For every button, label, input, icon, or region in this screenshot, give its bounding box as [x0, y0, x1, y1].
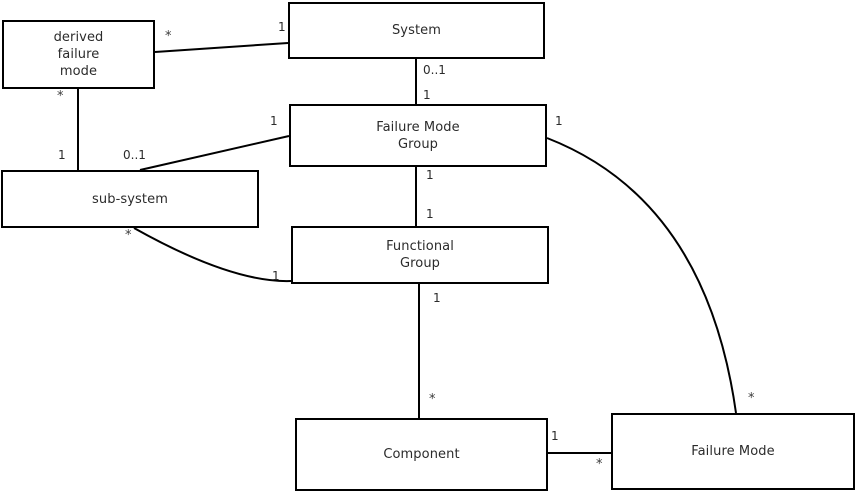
class-box-derived-failure-mode[interactable]: derived failure mode — [2, 20, 155, 89]
edge-sub-system-to-functional-group — [133, 227, 292, 283]
multiplicity-dfm-to-subsystem-star: * — [57, 89, 64, 104]
class-box-system[interactable]: System — [288, 2, 545, 59]
class-box-sub-system[interactable]: sub-system — [1, 170, 259, 228]
multiplicity-fm-from-component-star: * — [596, 457, 603, 472]
edge-failure-mode-group-to-failure-mode — [546, 137, 737, 414]
class-name-failure-mode: Failure Mode — [691, 444, 775, 459]
multiplicity-system-to-fmg-zero-one: 0..1 — [423, 63, 446, 77]
multiplicity-fmg-to-fg-one: 1 — [426, 168, 434, 182]
class-name-component: Component — [383, 447, 460, 462]
multiplicity-dfm-to-system-star: * — [165, 29, 172, 44]
class-name-system: System — [391, 23, 442, 38]
multiplicity-fg-to-component-one: 1 — [433, 291, 441, 305]
multiplicity-subsystem-from-dfm-one: 1 — [58, 148, 66, 162]
edge-derived-failure-mode-to-system — [154, 42, 289, 53]
class-name-derived-failure-mode: derived failure mode — [53, 30, 104, 79]
class-box-component[interactable]: Component — [295, 418, 548, 491]
class-name-functional-group: Functional Group — [386, 239, 454, 271]
multiplicity-component-to-fm-one: 1 — [551, 429, 559, 443]
multiplicity-fmg-from-system-one: 1 — [423, 88, 431, 102]
edge-sub-system-to-failure-mode-group — [139, 135, 290, 171]
class-box-failure-mode-group[interactable]: Failure Mode Group — [289, 104, 547, 167]
class-name-sub-system: sub-system — [92, 191, 168, 207]
multiplicity-subsystem-to-fg-star: * — [125, 228, 132, 243]
association-edges — [77, 42, 737, 454]
multiplicity-fmg-from-subsystem-one: 1 — [270, 114, 278, 128]
multiplicity-fg-from-fmg-one: 1 — [426, 207, 434, 221]
class-name-failure-mode-group: Failure Mode Group — [376, 119, 460, 152]
multiplicity-subsystem-to-fmg-zero-one: 0..1 — [123, 148, 146, 162]
class-box-functional-group[interactable]: Functional Group — [291, 226, 549, 284]
multiplicity-fg-from-subsystem-one: 1 — [272, 269, 280, 283]
multiplicity-fm-from-fmg-star: * — [748, 391, 755, 406]
multiplicity-component-from-fg-star: * — [429, 392, 436, 407]
multiplicity-system-from-dfm-one: 1 — [278, 20, 286, 34]
class-box-failure-mode[interactable]: Failure Mode — [611, 413, 855, 490]
multiplicity-fmg-to-fm-one: 1 — [555, 114, 563, 128]
